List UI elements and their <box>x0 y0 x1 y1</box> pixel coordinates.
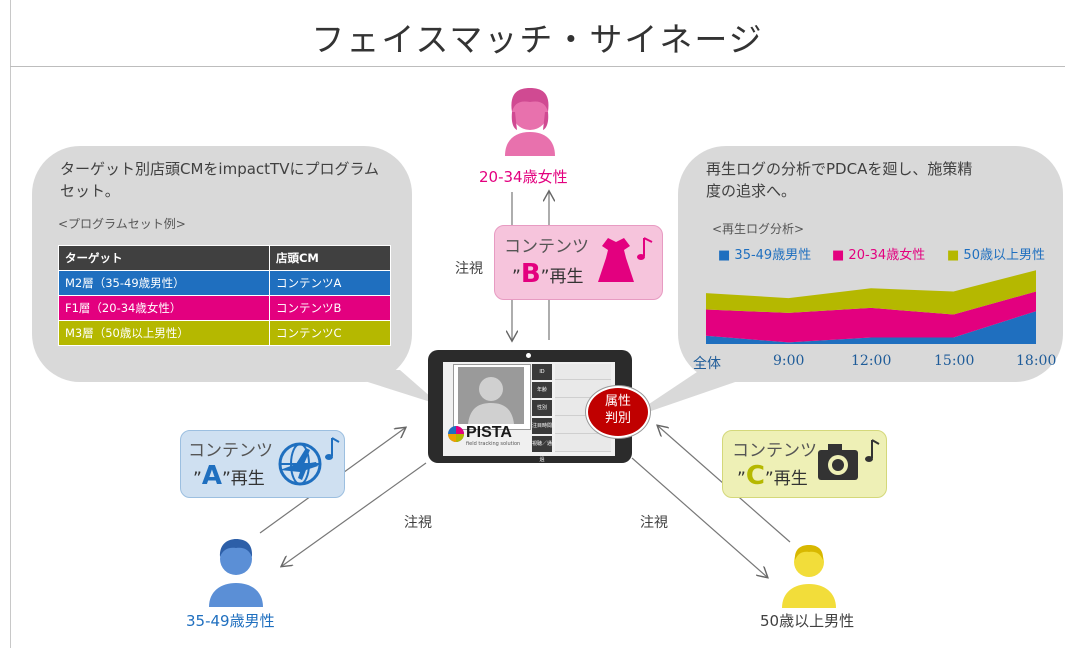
content-c-letter: C <box>745 461 765 491</box>
side-menu-item: 視聴／通過 <box>532 436 552 463</box>
table-cell: M3層（50歳以上男性） <box>58 320 270 346</box>
male-person-icon-yellow <box>782 545 836 608</box>
slide-frame <box>10 0 1065 648</box>
side-menu-item: 性別 <box>532 400 552 416</box>
person-label-male-50plus: 50歳以上男性 <box>760 612 855 630</box>
x-tick-label: 18:00 <box>1016 353 1057 369</box>
person-label-male-35-49: 35-49歳男性 <box>186 612 275 630</box>
gaze-label-top: 注視 <box>455 261 483 277</box>
content-c-suffix: ”再生 <box>764 469 808 489</box>
globe-plane-music-icon <box>278 437 340 486</box>
badge-line2: 判別 <box>604 411 631 426</box>
attribute-detection-badge: 属性 判別 <box>586 386 650 438</box>
content-a-letter: A <box>201 461 222 491</box>
x-tick-label: 12:00 <box>851 353 892 369</box>
content-c-quote: ” <box>737 469 746 489</box>
content-c-caption: ”C”再生 <box>737 461 808 491</box>
left-bubble-text-line2: セット。 <box>60 182 120 200</box>
pista-logo-subtitle: field tracking solution <box>466 441 521 447</box>
badge-line1: 属性 <box>604 394 631 409</box>
table-cell: F1層（20-34歳女性） <box>58 295 270 321</box>
x-tick-label: 15:00 <box>934 353 975 369</box>
content-b-quote: ” <box>512 267 521 287</box>
table-cell: コンテンツC <box>268 320 392 346</box>
x-tick-label: 全体 <box>693 356 721 372</box>
pista-logo-icon <box>448 426 464 442</box>
gaze-label-left: 注視 <box>404 515 432 531</box>
arrow-left-down <box>282 462 427 566</box>
male-person-icon-blue <box>209 539 263 607</box>
dress-music-icon <box>598 237 653 282</box>
table-cell: コンテンツB <box>268 295 392 321</box>
side-menu-item: ID <box>532 364 552 380</box>
content-a-caption: ”A”再生 <box>193 461 265 491</box>
table-row: F1層（20-34歳女性） コンテンツB <box>58 295 392 321</box>
content-b-caption: ”B”再生 <box>512 259 583 289</box>
legend-label: 35-49歳男性 <box>734 248 812 263</box>
chart-caption: <再生ログ分析> <box>712 222 805 236</box>
x-tick-label: 9:00 <box>773 353 805 369</box>
content-b-suffix: ”再生 <box>540 267 584 287</box>
gaze-label-right: 注視 <box>640 515 668 531</box>
face-photo-icon <box>458 367 524 424</box>
female-person-icon <box>505 88 555 156</box>
left-bubble-text-line1: ターゲット別店頭CMをimpactTVにプログラム <box>60 160 380 178</box>
right-bubble-text-line1: 再生ログの分析でPDCAを廻し、施策精 <box>706 160 973 178</box>
content-a-suffix: ”再生 <box>221 469 265 489</box>
right-bubble-tail <box>625 370 770 420</box>
pista-logo: PISTA <box>466 424 512 441</box>
table-row: M3層（50歳以上男性） コンテンツC <box>58 320 392 346</box>
content-b-letter: B <box>520 259 541 289</box>
legend-item-male-50plus: ■ 50歳以上男性 <box>947 248 1045 263</box>
content-a-title: コンテンツ <box>188 441 273 461</box>
legend-item-male-35-49: ■ 35-49歳男性 <box>718 248 812 263</box>
program-table: ターゲット 店頭CM M2層（35-49歳男性） コンテンツA F1層（20-3… <box>58 245 392 346</box>
program-table-caption: <プログラムセット例> <box>58 217 186 231</box>
content-a-quote: ” <box>193 469 202 489</box>
content-c-title: コンテンツ <box>732 441 817 461</box>
legend-label: 20-34歳女性 <box>848 248 926 263</box>
page-title: フェイスマッチ・サイネージ <box>311 20 764 59</box>
side-menu-item: 注目時間 <box>532 418 552 434</box>
camera-music-icon <box>818 439 880 480</box>
legend-item-female-20-34: ■ 20-34歳女性 <box>832 248 926 263</box>
side-menu-item: 年齢 <box>532 382 552 398</box>
area-series-1 <box>706 291 1036 343</box>
table-header-cell: 店頭CM <box>268 245 392 271</box>
table-row: M2層（35-49歳男性） コンテンツA <box>58 270 392 296</box>
content-c-box <box>722 430 887 498</box>
tablet-camera-dot <box>526 353 531 358</box>
arrow-right-down <box>631 457 767 577</box>
legend-label: 50歳以上男性 <box>963 248 1045 263</box>
tablet-side-menu: ID 年齢 性別 注目時間 視聴／通過 <box>532 364 552 463</box>
right-bubble-text-line2: 度の追求へ。 <box>706 182 797 200</box>
table-cell: M2層（35-49歳男性） <box>58 270 270 296</box>
area-series-2 <box>706 270 1036 315</box>
content-b-box <box>494 225 663 300</box>
content-b-title: コンテンツ <box>504 237 589 257</box>
play-log-area-chart <box>706 270 1036 344</box>
title-bar <box>10 0 1065 67</box>
table-cell: コンテンツA <box>268 270 392 296</box>
person-label-female: 20-34歳女性 <box>479 168 568 186</box>
